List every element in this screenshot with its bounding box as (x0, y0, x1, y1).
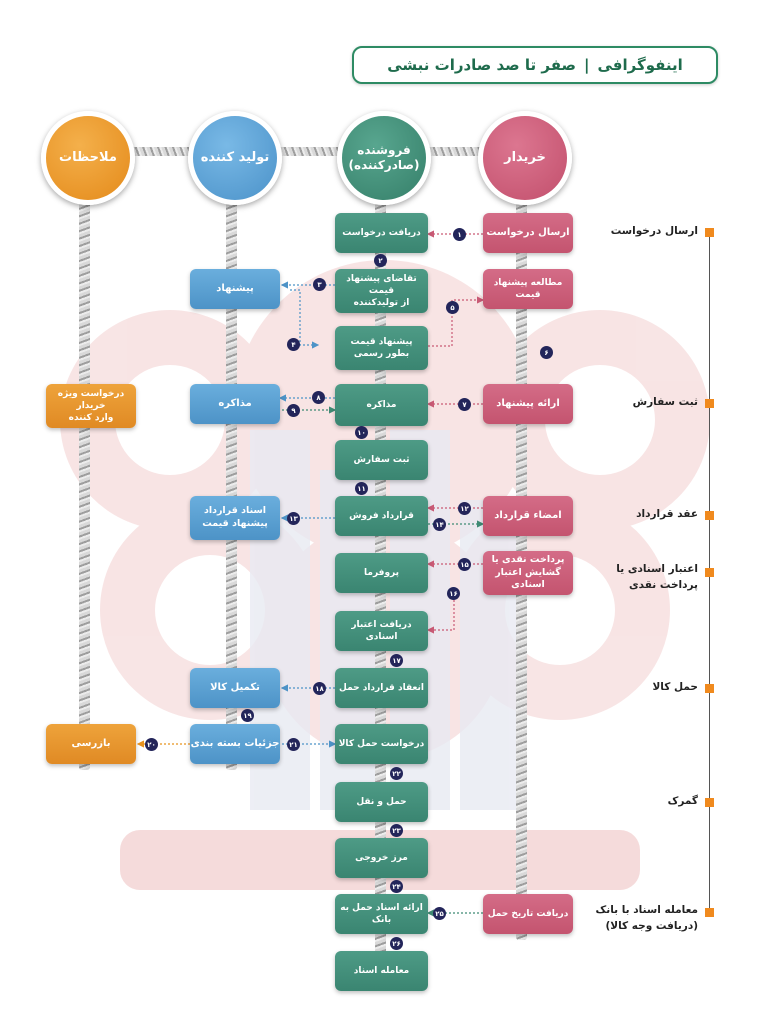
column-header-seller: فروشنده (صادرکننده) (337, 111, 431, 205)
timeline-marker (705, 908, 714, 917)
notes-box-buyer-special-request: درخواست ویژه خریدار وارد کننده (46, 384, 136, 428)
buyer-box-offer: ارائه پیشنهاد (483, 384, 573, 424)
producer-box-negotiation: مذاکره (190, 384, 280, 424)
step-badge: ۴ (287, 338, 300, 351)
stage-label-lc-or-cash: اعتبار اسنادی یا پرداخت نقدی (616, 563, 698, 591)
step-badge: ۲۲ (390, 767, 403, 780)
stage-label-customs: گمرک (667, 795, 698, 807)
step-badge: ۱۱ (355, 482, 368, 495)
notes-pipe (79, 160, 90, 770)
step-badge: ۱۶ (447, 587, 460, 600)
header-pipe (90, 147, 530, 156)
buyer-box-send-request: ارسال درخواست (483, 213, 573, 253)
title-separator: | (584, 56, 590, 74)
buyer-pipe (516, 160, 527, 940)
title-sub: صفر تا صد صادرات نبشی (387, 56, 577, 74)
seller-box-submit-docs-bank: ارائه اسناد حمل به بانک (335, 894, 428, 934)
step-badge: ۲ (374, 254, 387, 267)
producer-box-offer: پیشنهاد (190, 269, 280, 309)
step-badge: ۱۸ (313, 682, 326, 695)
timeline-marker (705, 798, 714, 807)
producer-pipe (226, 160, 237, 770)
timeline-marker (705, 684, 714, 693)
step-badge: ۵ (446, 301, 459, 314)
notes-box-inspection: بازرسی (46, 724, 136, 764)
step-badge: ۱۰ (355, 426, 368, 439)
step-badge: ۲۱ (287, 738, 300, 751)
title-main: اینفوگرافی (597, 56, 683, 74)
stage-label-send-request: ارسال درخواست (610, 225, 698, 237)
column-header-notes: ملاحظات (41, 111, 135, 205)
step-badge: ۱ (453, 228, 466, 241)
buyer-box-sign-contract: امضاء قرارداد (483, 496, 573, 536)
seller-box-receive-lc: دریافت اعتبار اسنادی (335, 611, 428, 651)
timeline-marker (705, 399, 714, 408)
buyer-box-study-quote: مطالعه پیشنهاد قیمت (483, 269, 573, 309)
column-header-producer: تولید کننده (188, 111, 282, 205)
buyer-box-payment-or-lc: پرداخت نقدی یا گشایش اعتبار اسنادی (483, 551, 573, 595)
producer-box-contract-docs: اسناد قرارداد پیشنهاد قیمت (190, 496, 280, 540)
column-header-notes-label: ملاحظات (59, 149, 117, 165)
step-badge: ۲۴ (390, 880, 403, 893)
producer-box-complete-goods: تکمیل کالا (190, 668, 280, 708)
step-badge: ۱۷ (390, 654, 403, 667)
timeline-marker (705, 511, 714, 520)
seller-box-shipping-request: درخواست حمل کالا (335, 724, 428, 764)
step-badge: ۱۹ (241, 709, 254, 722)
column-header-producer-label: تولید کننده (200, 149, 270, 165)
column-header-buyer: خریدار (478, 111, 572, 205)
seller-box-receive-request: دریافت درخواست (335, 213, 428, 253)
step-badge: ۱۳ (287, 512, 300, 525)
stage-label-contract: عقد قرارداد (636, 508, 698, 520)
seller-box-proforma: پروفرما (335, 553, 428, 593)
column-header-buyer-label: خریدار (504, 149, 546, 165)
title-banner: اینفوگرافی | صفر تا صد صادرات نبشی (352, 46, 718, 84)
seller-box-exit-border: مرز خروجی (335, 838, 428, 878)
stage-label-bank-docs: معامله اسناد با بانک (دریافت وجه کالا) (595, 904, 699, 932)
seller-box-order-registration: ثبت سفارش (335, 440, 428, 480)
step-badge: ۱۴ (433, 518, 446, 531)
step-badge: ۲۰ (145, 738, 158, 751)
stage-label-order-registration: ثبت سفارش (632, 396, 698, 408)
producer-box-packaging-details: جزئیات بسته بندی (190, 724, 280, 764)
step-badge: ۲۶ (390, 937, 403, 950)
stage-label-shipping: حمل کالا (652, 681, 698, 693)
step-badge: ۲۵ (433, 907, 446, 920)
step-badge: ۹ (287, 404, 300, 417)
seller-box-sales-contract: قرارداد فروش (335, 496, 428, 536)
step-badge: ۲۳ (390, 824, 403, 837)
step-badge: ۳ (313, 278, 326, 291)
seller-box-request-quote-producer: تقاضای پیشنهاد قیمت از تولیدکننده (335, 269, 428, 313)
step-badge: ۶ (540, 346, 553, 359)
timeline-marker (705, 228, 714, 237)
column-header-seller-label: فروشنده (صادرکننده) (348, 143, 420, 172)
seller-box-formal-quote: پیشنهاد قیمت بطور رسمی (335, 326, 428, 370)
step-badge: ۱۵ (458, 558, 471, 571)
timeline-marker (705, 568, 714, 577)
seller-box-doc-trade: معامله اسناد (335, 951, 428, 991)
seller-box-negotiation: مذاکره (335, 384, 428, 426)
buyer-box-receive-ship-date: دریافت تاریخ حمل (483, 894, 573, 934)
step-badge: ۱۲ (458, 502, 471, 515)
step-badge: ۸ (312, 391, 325, 404)
seller-box-transport: حمل و نقل (335, 782, 428, 822)
step-badge: ۷ (458, 398, 471, 411)
seller-box-shipping-contract: انعقاد قرارداد حمل (335, 668, 428, 708)
